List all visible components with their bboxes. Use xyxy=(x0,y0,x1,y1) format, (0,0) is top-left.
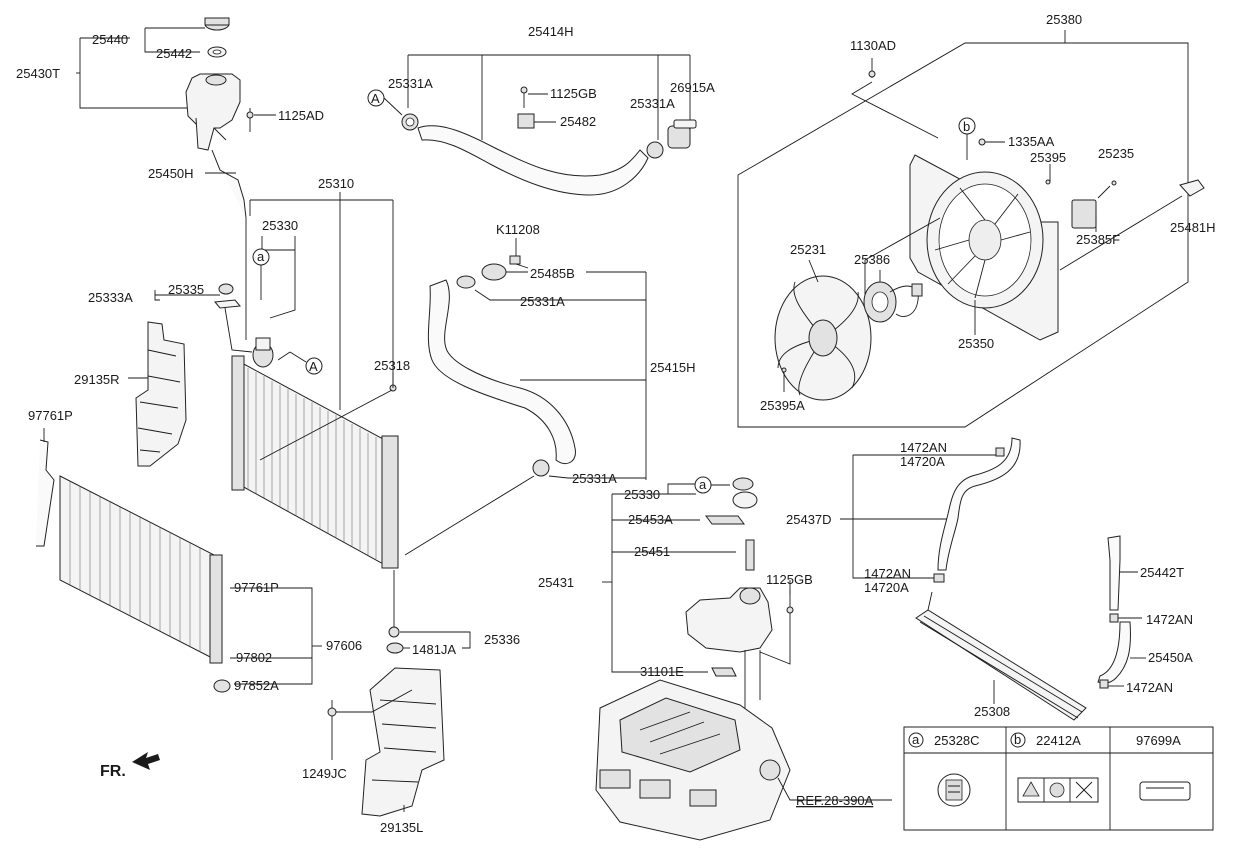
power-electronics-unit xyxy=(595,679,892,841)
label-31101E: 31101E xyxy=(640,664,684,679)
label-25331A-lower-lower: 25331A xyxy=(572,471,617,486)
label-25231: 25231 xyxy=(790,242,826,257)
label-1130AD: 1130AD xyxy=(850,38,896,53)
label-25330-ev: 25330 xyxy=(624,487,660,502)
legend-part-c: 97699A xyxy=(1136,733,1181,748)
label-25380: 25380 xyxy=(1046,12,1082,27)
label-1481JA: 1481JA xyxy=(412,642,456,657)
label-25437D: 25437D xyxy=(786,512,832,527)
label-26915A: 26915A xyxy=(670,80,715,95)
legend-marker-a: a xyxy=(912,732,920,747)
label-97761P-lower: 97761P xyxy=(234,580,279,595)
label-25318: 25318 xyxy=(374,358,410,373)
ev-hose-assembly xyxy=(840,437,1146,721)
label-K11208: K11208 xyxy=(496,222,540,237)
legend-part-a: 25328C xyxy=(934,733,980,748)
label-25431: 25431 xyxy=(538,575,574,590)
air-guard-right xyxy=(128,321,187,467)
label-1472AN-bottom: 1472AN xyxy=(1126,680,1173,695)
condenser-assembly xyxy=(36,428,322,693)
lower-hose-assembly xyxy=(404,238,647,556)
label-25235: 25235 xyxy=(1098,146,1134,161)
warning-label-a-icon xyxy=(937,773,971,807)
front-direction-arrow-icon xyxy=(132,752,160,770)
ev-reservoir-assembly xyxy=(602,476,794,760)
front-label: FR. xyxy=(100,763,126,780)
legend-text: a 25328C b 22412A 97699A xyxy=(912,732,1181,748)
label-25350: 25350 xyxy=(958,336,994,351)
label-97852A: 97852A xyxy=(234,678,279,693)
label-1125AD: 1125AD xyxy=(278,108,324,123)
callout-a-radiator: a xyxy=(257,249,265,264)
label-25482: 25482 xyxy=(560,114,596,129)
label-14720A-mid: 14720A xyxy=(864,580,909,595)
label-25481H: 25481H xyxy=(1170,220,1216,235)
part-number-labels: 25440 25442 25430T 1125AD 25450H 25414H … xyxy=(16,12,1216,835)
radiator-fins xyxy=(247,368,377,559)
label-1335AA: 1335AA xyxy=(1008,134,1055,149)
label-25414H: 25414H xyxy=(528,24,574,39)
label-25442: 25442 xyxy=(156,46,192,61)
label-25330-radiator: 25330 xyxy=(262,218,298,233)
label-97761P-upper: 97761P xyxy=(28,408,73,423)
label-25331A-lower-upper: 25331A xyxy=(520,294,565,309)
label-25440: 25440 xyxy=(92,32,128,47)
legend-part-b: 22412A xyxy=(1036,733,1081,748)
label-1472AN-right: 1472AN xyxy=(1146,612,1193,627)
label-25336: 25336 xyxy=(484,632,520,647)
label-1125GB-lower: 1125GB xyxy=(766,572,813,587)
label-legend-table xyxy=(903,726,1214,831)
label-25451: 25451 xyxy=(634,544,670,559)
radiator-assembly xyxy=(154,192,471,654)
label-1249JC: 1249JC xyxy=(302,766,347,781)
caution-label-icon xyxy=(1139,781,1191,801)
label-25308: 25308 xyxy=(974,704,1010,719)
label-1472AN-top: 1472AN xyxy=(900,440,947,455)
air-guard-left xyxy=(327,667,445,817)
label-25333A: 25333A xyxy=(88,290,133,305)
label-97802: 97802 xyxy=(236,650,272,665)
label-14720A-top: 14720A xyxy=(900,454,945,469)
callout-markers: A A a a b xyxy=(257,91,970,492)
label-25430T: 25430T xyxy=(16,66,60,81)
label-25395: 25395 xyxy=(1030,150,1066,165)
condenser-fins xyxy=(69,481,211,657)
label-25450H: 25450H xyxy=(148,166,194,181)
label-1125GB-upper: 1125GB xyxy=(550,86,597,101)
callout-b-shroud: b xyxy=(963,119,970,134)
label-25331A-upper-left: 25331A xyxy=(388,76,433,91)
label-97606: 97606 xyxy=(326,638,362,653)
label-29135R: 29135R xyxy=(74,372,120,387)
label-25335: 25335 xyxy=(168,282,204,297)
label-25310: 25310 xyxy=(318,176,354,191)
label-25485B: 25485B xyxy=(530,266,575,281)
fan-shroud-assembly xyxy=(737,30,1205,428)
label-29135L: 29135L xyxy=(380,820,423,835)
reservoir-assembly xyxy=(76,17,276,340)
reference-link[interactable]: REF.28-390A xyxy=(796,793,874,808)
callout-A-radiator: A xyxy=(309,359,318,374)
upper-hose-assembly xyxy=(367,54,697,196)
label-25442T: 25442T xyxy=(1140,565,1184,580)
callout-a-ev: a xyxy=(699,477,707,492)
label-25395A: 25395A xyxy=(760,398,805,413)
warning-label-b-icon xyxy=(1017,777,1099,803)
legend-marker-b: b xyxy=(1014,732,1021,747)
label-25450A: 25450A xyxy=(1148,650,1193,665)
label-25386: 25386 xyxy=(854,252,890,267)
label-1472AN-mid: 1472AN xyxy=(864,566,911,581)
label-25415H: 25415H xyxy=(650,360,696,375)
label-25453A: 25453A xyxy=(628,512,673,527)
label-25331A-upper-right: 25331A xyxy=(630,96,675,111)
callout-A-upper: A xyxy=(371,91,380,106)
label-25385F: 25385F xyxy=(1076,232,1120,247)
